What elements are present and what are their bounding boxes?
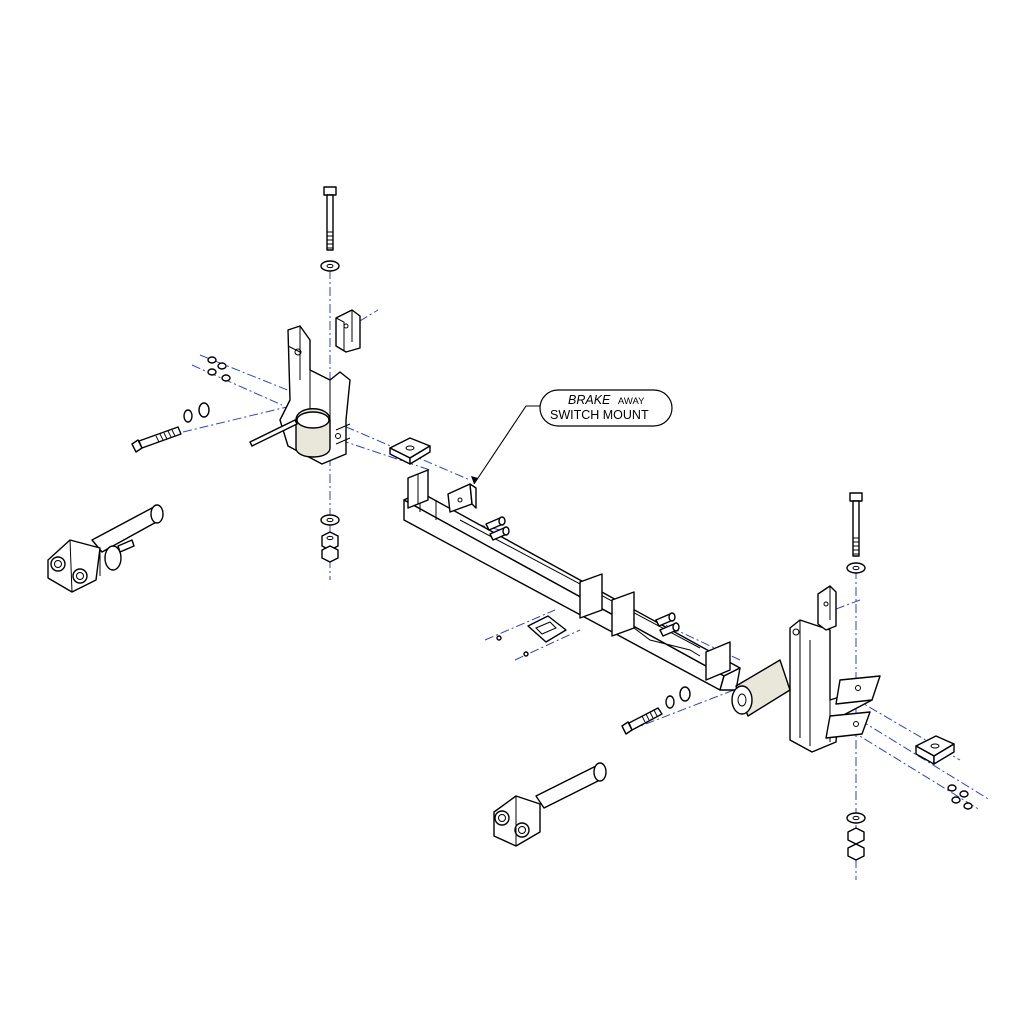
left-horizontal-bolt bbox=[131, 426, 182, 453]
left-top-washer bbox=[320, 260, 340, 272]
callout-leader-line bbox=[473, 405, 540, 485]
right-hitch-arm bbox=[493, 762, 607, 847]
center-screws bbox=[485, 516, 680, 637]
right-top-washer bbox=[846, 562, 866, 574]
callout-box bbox=[539, 389, 673, 427]
right-lock-washer bbox=[665, 695, 675, 709]
right-bottom-nut bbox=[847, 827, 865, 861]
right-nut-cluster bbox=[947, 784, 973, 810]
left-flat-washer bbox=[198, 402, 210, 418]
right-mount-bracket bbox=[731, 619, 881, 753]
right-square-plate bbox=[915, 735, 955, 765]
callout-away-text: AWAY bbox=[618, 396, 645, 407]
right-vertical-bolt bbox=[849, 492, 863, 557]
right-flat-washer bbox=[679, 686, 691, 702]
callout-arrowhead bbox=[471, 476, 478, 484]
left-lock-washer bbox=[183, 409, 193, 423]
left-vertical-bolt bbox=[323, 186, 337, 251]
left-top-spacer-block bbox=[335, 309, 361, 353]
callout-line2: SWITCH MOUNT bbox=[550, 408, 649, 422]
switch-plate bbox=[496, 615, 567, 657]
brake-away-switch-mount bbox=[447, 483, 477, 513]
left-hitch-arm bbox=[47, 504, 164, 593]
left-bottom-washer bbox=[320, 514, 340, 526]
left-bottom-nut bbox=[321, 531, 339, 563]
left-square-plate bbox=[389, 437, 431, 465]
right-bottom-washer bbox=[846, 812, 866, 824]
brake-away-callout: BRAKE AWAY SWITCH MOUNT bbox=[471, 389, 673, 485]
left-mount-bracket bbox=[249, 325, 351, 465]
right-horizontal-bolt bbox=[621, 707, 663, 735]
callout-brake-text: BRAKE bbox=[568, 393, 611, 407]
center-crossbeam bbox=[403, 469, 741, 691]
left-nut-cluster bbox=[207, 356, 231, 382]
callout-line1: BRAKE AWAY bbox=[568, 391, 645, 408]
right-top-spacer-block bbox=[817, 585, 837, 631]
